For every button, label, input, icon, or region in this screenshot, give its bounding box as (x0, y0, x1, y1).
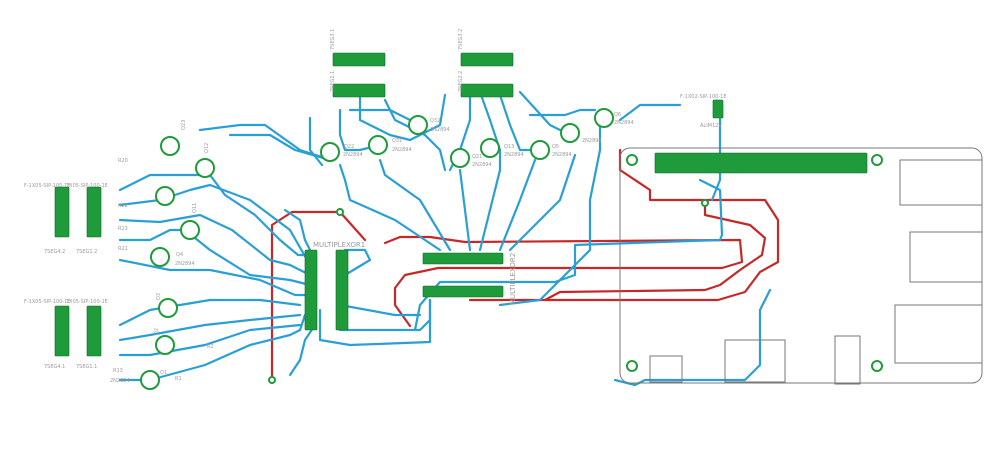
label-conn-b-1: 1X05-SIP-100-1E (66, 183, 108, 189)
label-q21: Q21 (472, 154, 482, 160)
label-seg32: 7SEG3.2 (458, 29, 464, 50)
label-q12: Q12 (204, 143, 210, 153)
pads-and-components (54, 52, 883, 390)
label-seg21: 7SEG2.1 (330, 71, 336, 92)
label-2n2894-q4: 2N2894 (175, 261, 195, 267)
label-q23: Q23 (181, 120, 187, 130)
label-conn-b-2: 1X05-SIP-100-1E (66, 299, 108, 305)
label-2n2894-q13: 2N2894 (504, 152, 524, 158)
label-seg42: 7SEG4.2 (44, 249, 65, 255)
label-r2: R2 (207, 344, 214, 350)
label-2n2894-q31: 2N2894 (392, 147, 412, 153)
label-seg12: 7SEG1.2 (76, 249, 97, 255)
label-seg41: 7SEG4.1 (44, 364, 65, 370)
label-q2: Q2 (154, 328, 160, 335)
top-copper-traces (270, 148, 780, 382)
label-r22: R22 (118, 203, 128, 209)
label-q5: Q5 (552, 144, 559, 150)
label-q31: Q31 (392, 138, 402, 144)
bottom-copper-traces (118, 88, 772, 387)
component-labels: MULTIPLEXOR1 MULTIPLEXOR2 ALIM12V F-1X02… (24, 29, 727, 384)
label-r13: R13 (113, 368, 123, 374)
label-r1: R1 (175, 376, 182, 382)
label-seg22: 7SEG2.2 (458, 71, 464, 92)
label-2n2894-q6-2: 2N2894 (582, 138, 602, 144)
label-q11: Q11 (192, 203, 198, 213)
label-2n2894-q5: 2N2894 (552, 152, 572, 158)
label-conn-c: F-1X02-SIP-100-1E (680, 94, 727, 100)
label-alim12v: ALIM12V (700, 123, 722, 129)
label-q4: Q4 (176, 252, 183, 258)
label-multiplexor1: MULTIPLEXOR1 (313, 241, 365, 249)
raspberry-pi-board-outline (619, 147, 983, 385)
label-q1: Q1 (160, 370, 167, 376)
label-q6: Q6 (614, 112, 621, 118)
label-q13: Q13 (504, 144, 514, 150)
label-2n2894-q32: 2N2894 (430, 127, 450, 133)
label-q32: Q32 (430, 118, 440, 124)
label-seg31: 7SEG3.1 (330, 29, 336, 50)
label-r23: R23 (118, 226, 128, 232)
label-q3: Q3 (156, 293, 162, 300)
label-2n2894-q6: 2N2894 (614, 120, 634, 126)
label-2n2894-q1: 2N2894 (110, 378, 130, 384)
label-conn-a-2: F-1X05-SIP-100-1E (24, 299, 71, 305)
label-2n2894-q22: 2N2894 (343, 152, 363, 158)
label-r20: R20 (118, 158, 128, 164)
label-multiplexor2: MULTIPLEXOR2 (509, 253, 517, 305)
label-r21: R21 (118, 246, 128, 252)
label-seg11: 7SEG1.1 (76, 364, 97, 370)
label-2n2894-q21: 2N2894 (472, 162, 492, 168)
label-q22: Q22 (344, 144, 354, 150)
label-conn-a-1: F-1X05-SIP-100-1E (24, 183, 71, 189)
